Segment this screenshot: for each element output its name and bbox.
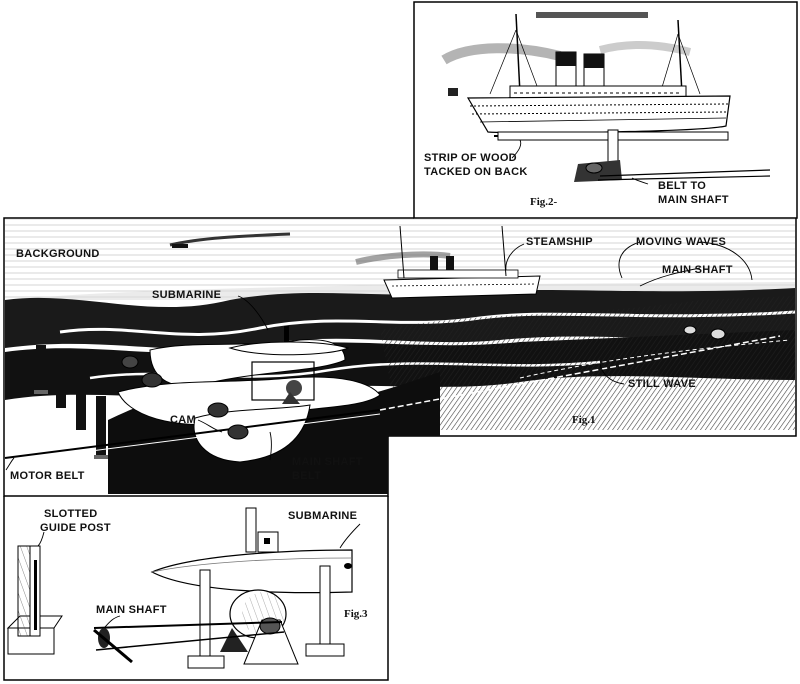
caption-fig3: Fig.3 [344,608,368,620]
fig1-leader-lines [5,241,753,471]
label-main-shaft-fig3: MAIN SHAFT [96,604,167,616]
label-background: BACKGROUND [16,248,100,260]
label-moving-waves: MOVING WAVES [636,236,727,248]
fig3-panel [3,496,389,681]
fig2-panel [413,1,798,219]
label-belt-line2: MAIN SHAFT [658,194,729,206]
caption-fig1: Fig.1 [572,414,596,426]
label-strip-line1: STRIP OF WOOD [424,152,517,164]
label-slotted-line2: GUIDE POST [40,522,111,534]
caption-fig2: Fig.2- [530,196,558,208]
label-motor-belt: MOTOR BELT [10,470,85,482]
label-still-wave: STILL WAVE [628,378,696,390]
label-slotted-line1: SLOTTED [44,508,98,520]
label-main-shaft-belt-line1: MAIN SHAFT [292,456,363,468]
label-belt-line1: BELT TO [658,180,707,192]
label-submarine-fig3: SUBMARINE [288,510,358,522]
label-main-shaft-belt-line2: BELT [292,470,322,482]
fig1-steamship [355,225,541,299]
label-cam: CAM [170,414,196,426]
label-strip-line2: TACKED ON BACK [424,166,528,178]
fig1-waves [4,288,796,494]
label-steamship: STEAMSHIP [526,236,593,248]
label-submarine-fig1: SUBMARINE [152,289,222,301]
label-main-shaft-fig1: MAIN SHAFT [662,264,733,276]
